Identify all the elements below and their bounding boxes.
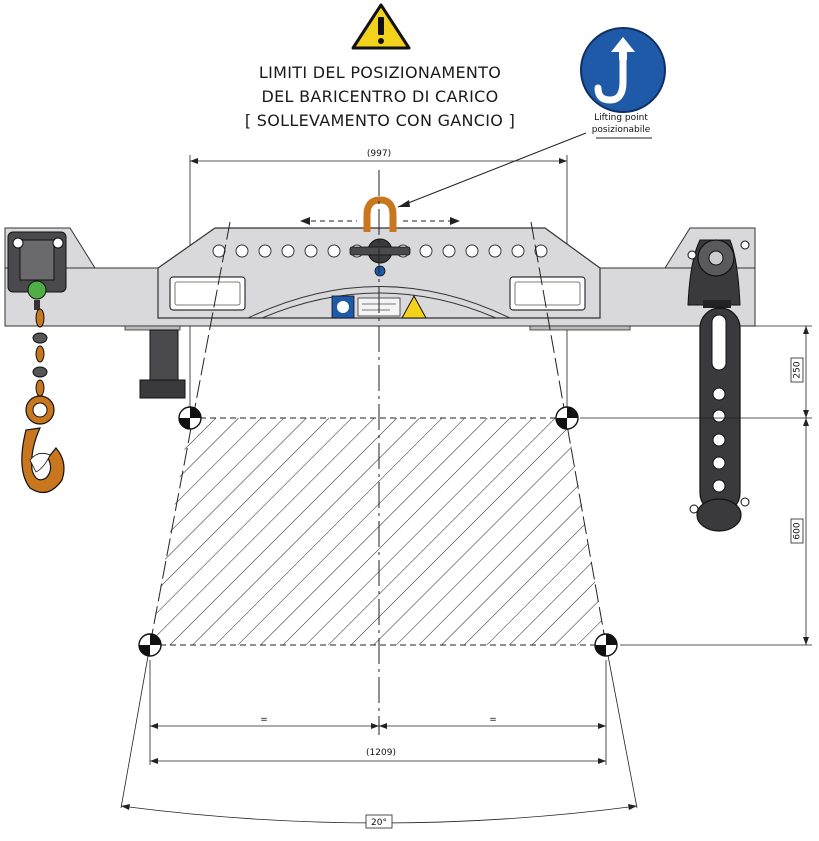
title-line-1: LIMITI DEL POSIZIONAMENTO xyxy=(258,63,502,82)
title-line-3: [ SOLLEVAMENTO CON GANCIO ] xyxy=(244,111,516,130)
warning-icon xyxy=(351,3,411,50)
dimension-right-vertical xyxy=(580,325,812,646)
dim-half-left-label: = xyxy=(260,715,268,725)
center-shackle xyxy=(349,196,411,277)
left-support-block xyxy=(139,329,186,399)
load-zone-hatch xyxy=(150,418,606,645)
dim-half-right-label: = xyxy=(489,715,497,725)
dimension-angle xyxy=(120,804,638,829)
dim-bottom-width-label: (1209) xyxy=(366,748,396,758)
dim-height-upper-label: 250 xyxy=(793,361,803,378)
cog-marker-bottom-right xyxy=(594,633,618,657)
angle-lines xyxy=(120,221,638,809)
leader-arrow xyxy=(398,200,410,207)
dimension-halves xyxy=(149,660,607,765)
sign-caption-line-2: posizionabile xyxy=(591,125,651,135)
dim-height-lower-label: 600 xyxy=(793,522,803,539)
right-pivot-arm xyxy=(687,239,750,532)
leader-line xyxy=(397,132,587,208)
lifting-point-sign-icon xyxy=(580,27,666,113)
cog-marker-top-right xyxy=(555,406,579,430)
dimension-bottom-width xyxy=(150,758,606,764)
dim-angle-label: 20° xyxy=(371,818,387,828)
cog-marker-top-left xyxy=(178,406,202,430)
title-line-2: DEL BARICENTRO DI CARICO xyxy=(261,87,499,106)
dim-top-width-label: (997) xyxy=(367,149,391,159)
left-hook-assembly xyxy=(7,231,67,494)
sign-caption-line-1: Lifting point xyxy=(594,113,648,123)
cog-marker-bottom-left xyxy=(138,633,162,657)
movement-arrows xyxy=(300,217,460,225)
